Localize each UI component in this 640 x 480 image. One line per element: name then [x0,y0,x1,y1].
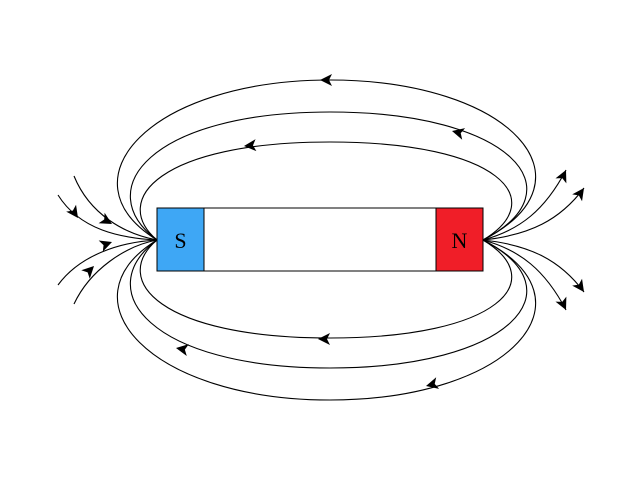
arrow-south-in-3-icon [98,240,112,252]
field-line-top-inner [139,141,513,241]
field-line-bottom-inner [139,239,513,339]
field-lines-south-incoming [57,175,158,305]
field-line-top-middle [129,111,528,241]
field-lines-north-outgoing [482,169,585,311]
arrow-north-out-1-icon [572,188,584,202]
field-line-south-in-1 [57,194,158,241]
field-line-bottom-middle [129,239,528,369]
field-lines-top [116,79,537,241]
arrow-bottom-inner-icon [318,333,330,345]
arrow-bottom-middle-icon [176,344,189,356]
bar-magnet: S N [156,207,484,272]
arrow-north-out-4-icon [555,296,567,310]
field-line-north-out-2 [482,169,567,241]
arrow-top-middle-icon [452,128,466,140]
north-pole-label: N [452,228,468,253]
magnet-body [156,207,484,272]
field-line-north-out-3 [482,239,585,293]
north-pole [435,207,484,272]
field-line-top-outer [116,79,537,241]
arrow-south-in-1-icon [98,212,112,224]
arrow-bottom-outer-icon [426,377,440,389]
arrow-north-out-2-icon [555,170,567,184]
arrow-top-inner-icon [244,139,257,152]
field-line-south-in-4 [73,239,158,305]
field-line-north-out-1 [482,187,585,241]
arrow-south-in-4-icon [81,266,94,279]
field-line-north-out-4 [482,239,567,311]
field-line-south-in-2 [73,175,158,241]
south-pole [156,207,205,272]
field-line-bottom-outer [116,239,537,401]
south-pole-label: S [174,228,186,253]
arrow-south-in-2-icon [66,204,78,218]
arrow-top-outer-icon [320,74,332,86]
field-lines-bottom [116,239,537,401]
field-line-south-in-3 [57,239,158,286]
arrow-north-out-3-icon [572,278,584,292]
